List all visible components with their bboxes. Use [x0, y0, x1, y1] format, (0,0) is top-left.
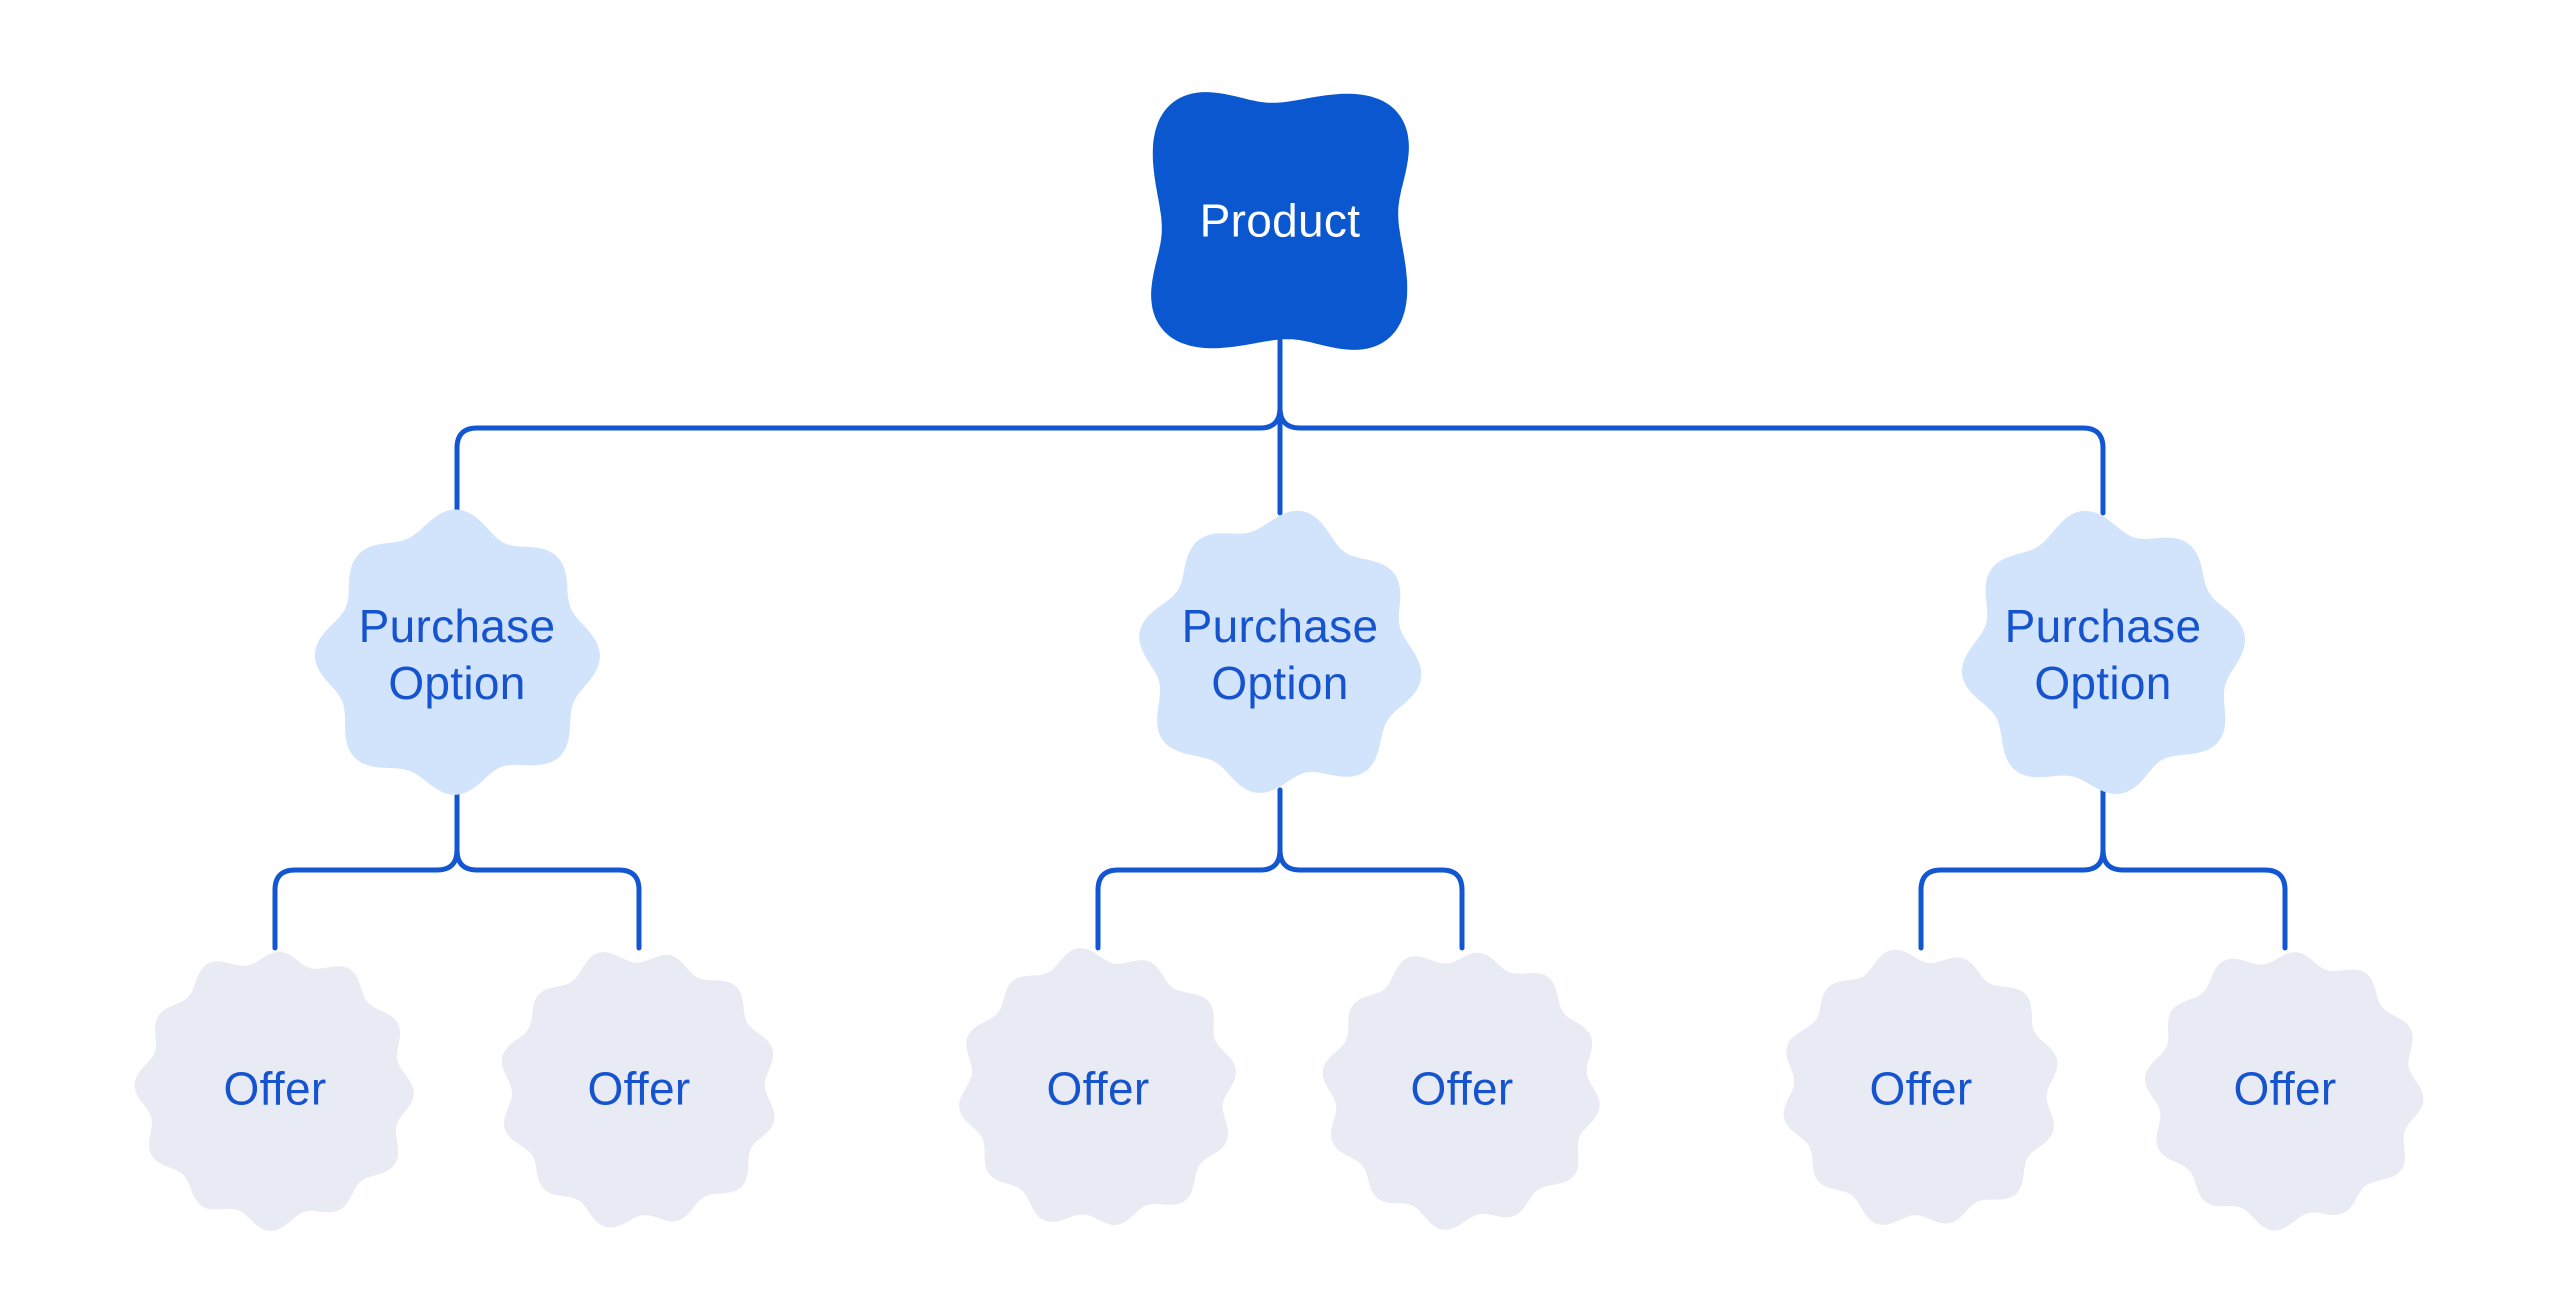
offer-label-4: Offer: [1410, 1062, 1514, 1115]
purchase-option-node-shape-3: [1962, 510, 2245, 794]
offer-node-shape-1: [134, 951, 414, 1231]
product-node-shape: [1151, 92, 1409, 350]
connector-po3-to-offer-right: [2100, 787, 2288, 951]
offer-label-5: Offer: [1869, 1062, 1973, 1115]
purchase-option-label-1: Purchase Option: [358, 600, 556, 709]
purchase-option-node-shape-1: [314, 509, 600, 795]
connector-po1-to-offer-left: [272, 787, 460, 951]
node-shapes: [134, 92, 2424, 1231]
connector-po3-to-offer-left: [1918, 787, 2106, 951]
connector-po1-to-offer-right: [454, 787, 642, 951]
connector-lines: [272, 335, 2288, 951]
connector-root-to-po-right: [1277, 335, 2106, 516]
offer-label-3: Offer: [1046, 1062, 1150, 1115]
offer-label-2: Offer: [587, 1062, 691, 1115]
offer-label-6: Offer: [2233, 1062, 2337, 1115]
purchase-option-label-3: Purchase Option: [2004, 600, 2202, 709]
connector-po2-to-offer-right: [1277, 787, 1465, 951]
connector-root-to-po-left: [454, 335, 1283, 516]
offer-node-shape-2: [501, 952, 775, 1228]
offer-node-shape-3: [959, 948, 1236, 1225]
connector-po2-to-offer-left: [1095, 787, 1283, 951]
offer-node-shape-5: [1783, 949, 2058, 1225]
purchase-option-label-2: Purchase Option: [1181, 600, 1379, 709]
purchase-option-node-shape-2: [1139, 510, 1422, 793]
offer-node-shape-4: [1322, 952, 1600, 1230]
offer-label-1: Offer: [223, 1062, 327, 1115]
product-label: Product: [1199, 194, 1361, 247]
offer-node-shape-6: [2144, 952, 2424, 1231]
